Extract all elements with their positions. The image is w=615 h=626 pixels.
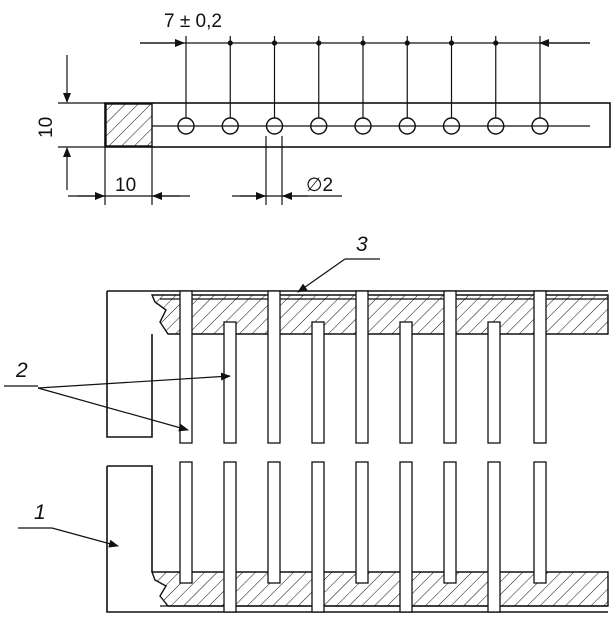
strip-end-block [105, 103, 153, 147]
lower-pin [399, 461, 413, 613]
pitch-label: 7 ± 0,2 [164, 11, 222, 32]
lower-housing-outline [106, 465, 608, 613]
callout-2-arrow-a [37, 372, 231, 389]
upper-pin [533, 290, 547, 444]
lower-pin [533, 461, 547, 584]
upper-pin [399, 321, 413, 444]
section-view: 3 2 1 [4, 233, 609, 613]
callout-1-arrow [51, 527, 119, 548]
upper-pin [179, 290, 193, 444]
top-view: 7 ± 0,2 10 10 ∅2 [36, 11, 611, 205]
height-label: 10 [36, 117, 57, 138]
lower-pin [223, 461, 237, 613]
upper-pin [355, 290, 369, 444]
width-label: 10 [115, 175, 136, 196]
callout-3-arrow [297, 258, 346, 293]
upper-pin [443, 290, 457, 444]
upper-pin [311, 321, 325, 444]
callout-2-label: 2 [15, 359, 28, 382]
lower-pin [267, 461, 281, 584]
strip-outline [104, 102, 611, 148]
pin-group [179, 290, 547, 613]
diameter-label: ∅2 [306, 175, 333, 196]
callout-2-arrow-b [37, 387, 189, 432]
callout-3-label: 3 [356, 233, 368, 256]
upper-pin [487, 321, 501, 444]
lower-pin [355, 461, 369, 584]
upper-pin [223, 321, 237, 444]
callout-1-label: 1 [34, 501, 46, 524]
lower-pin [311, 461, 325, 613]
upper-pin [267, 290, 281, 444]
hole-group [177, 36, 549, 135]
lower-pin [443, 461, 457, 584]
lower-pin [179, 461, 193, 584]
lower-pin [487, 461, 501, 613]
